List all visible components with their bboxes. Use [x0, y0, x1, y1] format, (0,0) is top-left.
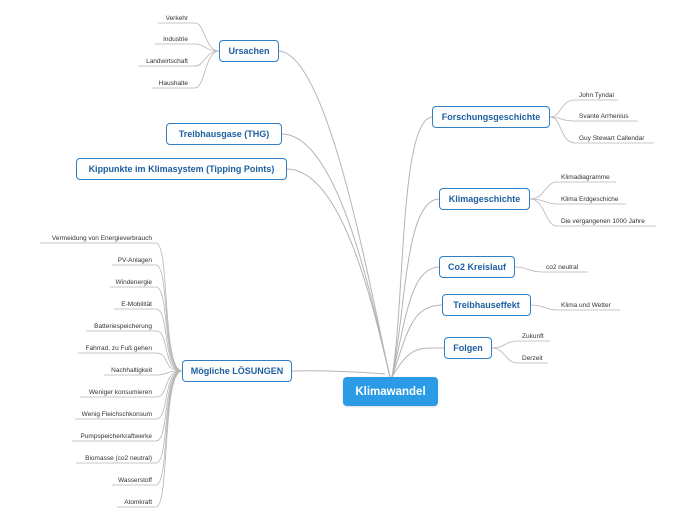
subtopic-pumpspeicherkraftwerke[interactable]: Pumpspeicherkraftwerke [80, 433, 152, 440]
subtopic-windenergie[interactable]: Windenergie [115, 279, 153, 286]
topic-ursachen[interactable]: Ursachen [219, 40, 279, 62]
subtopic-klima-und-wetter[interactable]: Klima und Wetter [561, 302, 611, 309]
link-ursachen-leaf-0 [194, 22, 220, 52]
link-root-co2 [391, 266, 440, 378]
link-ursachen-leaf-3 [194, 50, 220, 89]
subtopic-verkehr[interactable]: Verkehr [165, 15, 188, 22]
link-co2-leaf [514, 266, 543, 273]
link-treibhauseffekt-leaf [530, 304, 558, 311]
link-ursachen-leaf-2 [194, 50, 220, 67]
link-root-ursachen [278, 50, 391, 378]
topic-klimageschichte[interactable]: Klimageschichte [439, 188, 530, 210]
link-root-kipppunkte [286, 168, 391, 378]
link-root-treibhausgase [281, 133, 391, 378]
subtopic-vergangene-1000-jahre[interactable]: Die vergangenen 1000 Jahre [561, 218, 645, 225]
subtopic-haushalte[interactable]: Haushalte [158, 80, 188, 87]
subtopic-vermeidung-energieverbrauch[interactable]: Vermeidung von Energieverbrauch [51, 235, 152, 242]
subtopic-industrie[interactable]: Industrie [163, 36, 188, 43]
link-loesungen-leaf-1 [155, 264, 183, 372]
link-folgen-leaf-1 [491, 347, 519, 364]
subtopic-zukunft[interactable]: Zukunft [522, 333, 544, 340]
link-root-forschung [391, 116, 433, 378]
subtopic-co2-neutral[interactable]: co2 neutral [546, 264, 579, 271]
link-forschung-leaf-2 [549, 116, 576, 144]
link-loesungen-leaf-2 [155, 286, 183, 372]
topic-co2-kreislauf[interactable]: Co2 Kreislauf [439, 256, 515, 278]
subtopic-svante-arrhenius[interactable]: Svante Arrhenius [579, 113, 629, 120]
subtopic-wenig-fleischkonsum[interactable]: Wenig Fleichschkonsum [81, 411, 152, 418]
link-loesungen-leaf-11 [155, 370, 183, 486]
link-loesungen-leaf-3 [155, 308, 183, 372]
subtopic-pv-anlagen[interactable]: PV-Anlagen [117, 257, 152, 264]
subtopic-landwirtschaft[interactable]: Landwirtschaft [146, 58, 188, 65]
link-root-klimageschichte [391, 198, 440, 378]
subtopic-derzeit[interactable]: Derzeit [522, 355, 543, 362]
subtopic-klima-erdgeschiche[interactable]: Klima Erdgeschiche [561, 196, 619, 203]
link-loesungen-leaf-0 [155, 242, 183, 372]
subtopic-biomasse[interactable]: Biomasse (co2 neutral) [85, 455, 152, 462]
link-loesungen-leaf-4 [155, 330, 183, 372]
topic-kipppunkte[interactable]: Kippunkte im Klimasystem (Tipping Points… [76, 158, 287, 180]
link-folgen-leaf-0 [491, 340, 519, 349]
topic-treibhauseffekt[interactable]: Treibhauseffekt [442, 294, 531, 316]
link-root-loesungen [291, 370, 386, 375]
subtopic-atomkraft[interactable]: Atomkraft [124, 499, 152, 506]
subtopic-john-tyndal[interactable]: John Tyndal [579, 92, 614, 99]
subtopic-guy-stewart-callendar[interactable]: Guy Stewart Callendar [579, 135, 645, 142]
link-klimageschichte-leaf-2 [529, 198, 558, 227]
topic-forschungsgeschichte[interactable]: Forschungsgeschichte [432, 106, 550, 128]
link-root-folgen [391, 347, 445, 378]
subtopic-batteriespeicherung[interactable]: Batteriespeicherung [94, 323, 152, 330]
topic-folgen[interactable]: Folgen [444, 337, 492, 359]
central-topic[interactable]: Klimawandel [343, 377, 438, 406]
subtopic-fahrrad-zu-fuss[interactable]: Fahrrad, zu Fuß gehen [85, 345, 152, 352]
link-loesungen-leaf-12 [155, 370, 183, 508]
subtopic-nachhaltigkeit[interactable]: Nachhaltigkeit [111, 367, 152, 374]
subtopic-wasserstoff[interactable]: Wasserstoff [118, 477, 152, 484]
link-forschung-leaf-0 [549, 99, 576, 118]
link-root-treibhauseffekt [391, 304, 443, 378]
link-loesungen-leaf-8 [155, 370, 183, 420]
subtopic-klimadiagramme[interactable]: Klimadiagramme [561, 174, 610, 181]
subtopic-e-mobilitaet[interactable]: E-Mobilität [121, 301, 152, 308]
link-klimageschichte-leaf-0 [529, 181, 558, 200]
topic-moegliche-loesungen[interactable]: Mögliche LÖSUNGEN [182, 360, 292, 382]
link-ursachen-leaf-1 [194, 43, 220, 52]
topic-treibhausgase[interactable]: Treibhausgase (THG) [166, 123, 282, 145]
link-loesungen-leaf-5 [155, 352, 183, 372]
subtopic-weniger-konsumieren[interactable]: Weniger konsumieren [88, 389, 152, 396]
